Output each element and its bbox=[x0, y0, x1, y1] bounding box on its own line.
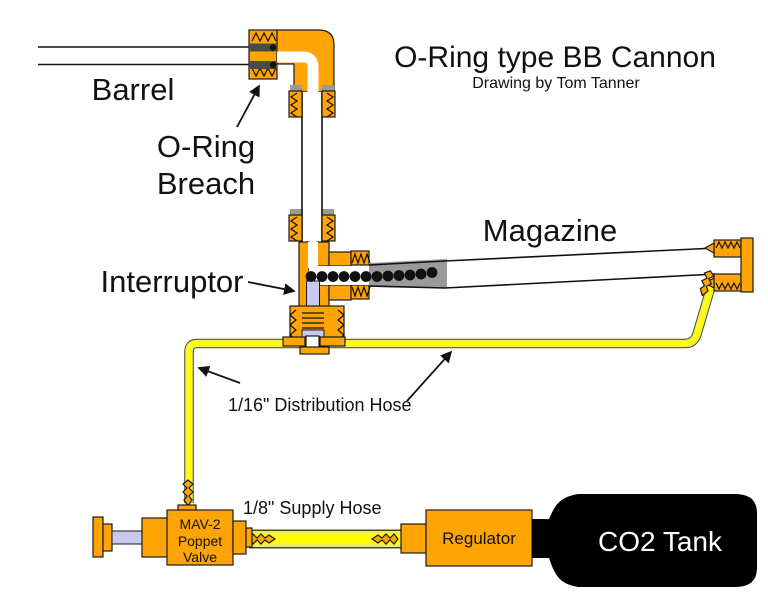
co2-tank: CO2 Tank bbox=[532, 494, 757, 587]
feed-arm-top bbox=[328, 251, 352, 267]
bb bbox=[426, 267, 438, 278]
cap-bore bbox=[715, 256, 742, 274]
plunger-rod bbox=[111, 530, 144, 545]
cap-end-plate bbox=[740, 237, 754, 293]
regulator-body bbox=[425, 509, 533, 567]
bb bbox=[360, 271, 372, 282]
distribution-hose-arrow-left bbox=[197, 365, 241, 384]
spring-coils bbox=[302, 312, 324, 329]
plunger-collar bbox=[102, 523, 113, 552]
thread-zigzag bbox=[289, 216, 299, 242]
tank-body bbox=[532, 494, 757, 587]
bb bbox=[415, 268, 427, 280]
tee-stub bbox=[299, 346, 330, 355]
thread-zigzag bbox=[715, 281, 741, 291]
magazine-end-cap bbox=[696, 237, 754, 298]
valve-outlet-block bbox=[232, 520, 247, 555]
valve-front-block bbox=[141, 517, 169, 558]
diagram-credit: Drawing by Tom Tanner bbox=[472, 75, 640, 92]
standpipe-bore bbox=[302, 92, 322, 242]
barrel-label: Barrel bbox=[92, 72, 175, 107]
cap-barb-top bbox=[703, 241, 715, 255]
supply-hose-label: 1/8" Supply Hose bbox=[243, 498, 381, 518]
bb bbox=[338, 271, 350, 282]
magazine-label: Magazine bbox=[483, 213, 617, 248]
regulator-inlet-stub bbox=[400, 523, 427, 554]
thread-zigzag bbox=[325, 92, 335, 118]
bb bbox=[393, 270, 405, 281]
interruptor-label: Interruptor bbox=[100, 264, 243, 299]
magazine-wall-top bbox=[368, 247, 717, 266]
supply-hose bbox=[248, 529, 401, 549]
oring-breach bbox=[248, 29, 278, 80]
bb bbox=[316, 271, 328, 282]
plunger-button bbox=[92, 516, 104, 558]
thread-zigzag bbox=[715, 240, 741, 250]
hose-outline bbox=[184, 278, 718, 503]
bb bbox=[305, 271, 317, 282]
mav2-valve: MAV-2 Poppet Valve bbox=[92, 479, 253, 566]
diagram-title: O-Ring type BB Cannon bbox=[394, 41, 716, 74]
bb-row bbox=[305, 267, 438, 282]
thread-zigzag bbox=[325, 216, 335, 242]
shadow bbox=[290, 209, 302, 217]
valve-label-line1: MAV-2 bbox=[180, 516, 221, 532]
bb bbox=[371, 271, 383, 282]
thread-zigzag bbox=[351, 285, 371, 298]
thread-zigzag bbox=[289, 92, 299, 118]
hose-tee-left bbox=[282, 336, 306, 347]
elbow-fitting bbox=[276, 29, 335, 94]
breach-thread-top bbox=[251, 31, 277, 43]
hose-tee-right bbox=[319, 336, 346, 347]
distribution-hose bbox=[184, 278, 718, 503]
valve-outlet-nipple bbox=[245, 527, 253, 548]
hose-core bbox=[186, 279, 716, 503]
distribution-hose-arrow-right bbox=[406, 350, 453, 402]
regulator: Regulator bbox=[400, 509, 533, 567]
oring-breach-label-line2: Breach bbox=[157, 166, 255, 201]
valve-label-line3: Valve bbox=[183, 549, 217, 565]
breach-thread-bottom bbox=[251, 66, 277, 78]
barrel bbox=[38, 46, 252, 66]
thread-zigzag bbox=[337, 309, 345, 341]
bb bbox=[404, 269, 416, 281]
valve-wall-right-upper bbox=[316, 241, 330, 267]
valve-label-line2: Poppet bbox=[178, 533, 222, 549]
barrel-end-bottom bbox=[249, 61, 276, 69]
oring-breach-label-line1: O-Ring bbox=[157, 129, 255, 164]
standpipe bbox=[288, 85, 336, 242]
barrel-end-top bbox=[249, 43, 276, 52]
thread-zigzag bbox=[351, 252, 371, 265]
leader-arrows bbox=[197, 84, 453, 402]
oring-bottom bbox=[269, 61, 277, 69]
breach-arrow bbox=[236, 84, 260, 128]
shadow bbox=[290, 85, 302, 93]
interruptor-valve bbox=[282, 241, 447, 355]
bb bbox=[349, 271, 361, 282]
shadow bbox=[322, 85, 334, 93]
bb-magazine bbox=[368, 247, 717, 289]
feed-arm-bottom bbox=[328, 284, 352, 301]
bb bbox=[327, 271, 339, 282]
hose-edge bbox=[185, 278, 717, 503]
elbow-bore bbox=[277, 51, 319, 94]
regulator-label: Regulator bbox=[442, 529, 516, 548]
bb bbox=[382, 270, 394, 282]
shadow bbox=[322, 209, 334, 217]
interruptor-arrow bbox=[247, 281, 296, 295]
thread-zigzag bbox=[289, 309, 297, 341]
valve-bore bbox=[308, 242, 318, 268]
distribution-hose-label: 1/16" Distribution Hose bbox=[228, 395, 411, 415]
oring-top bbox=[269, 44, 277, 51]
tank-label: CO2 Tank bbox=[598, 526, 723, 557]
magazine-wall-bottom bbox=[368, 273, 717, 289]
